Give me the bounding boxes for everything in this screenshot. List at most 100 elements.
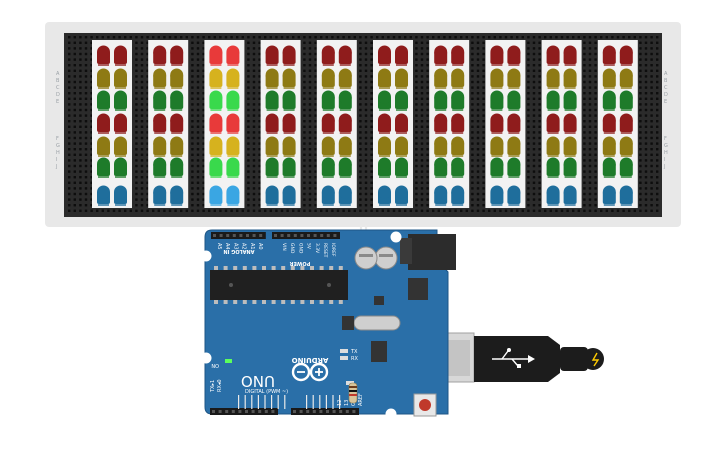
led-olive[interactable] — [602, 136, 616, 158]
led-green[interactable] — [209, 157, 223, 179]
led-green[interactable] — [338, 90, 352, 112]
led-olive[interactable] — [395, 136, 408, 158]
led-blue[interactable] — [546, 185, 560, 207]
led-green[interactable] — [97, 157, 110, 179]
led-red[interactable] — [546, 45, 560, 67]
led-blue[interactable] — [563, 185, 577, 207]
led-olive[interactable] — [153, 136, 167, 158]
led-olive[interactable] — [265, 136, 279, 158]
led-blue[interactable] — [265, 185, 279, 207]
led-green[interactable] — [395, 90, 408, 112]
led-olive[interactable] — [170, 136, 184, 158]
led-blue[interactable] — [378, 185, 391, 207]
led-olive[interactable] — [265, 68, 279, 90]
led-red[interactable] — [321, 45, 335, 67]
led-column[interactable] — [316, 40, 357, 208]
led-blue[interactable] — [97, 185, 110, 207]
led-green[interactable] — [114, 157, 127, 179]
led-blue[interactable] — [602, 185, 616, 207]
led-olive[interactable] — [602, 68, 616, 90]
led-green[interactable] — [338, 157, 352, 179]
led-green[interactable] — [507, 157, 521, 179]
led-olive[interactable] — [563, 68, 577, 90]
led-olive[interactable] — [378, 68, 391, 90]
led-red[interactable] — [563, 45, 577, 67]
led-red[interactable] — [619, 113, 633, 135]
led-red[interactable] — [378, 113, 391, 135]
led-red[interactable] — [338, 45, 352, 67]
led-green[interactable] — [451, 157, 465, 179]
led-green[interactable] — [114, 90, 127, 112]
led-olive[interactable] — [114, 68, 127, 90]
resistor[interactable] — [348, 382, 358, 404]
led-red[interactable] — [434, 113, 448, 135]
led-green[interactable] — [395, 157, 408, 179]
led-olive[interactable] — [114, 136, 127, 158]
power-header[interactable] — [272, 232, 340, 239]
led-red[interactable] — [490, 45, 504, 67]
led-green[interactable] — [602, 157, 616, 179]
digital-header-high[interactable] — [291, 408, 359, 415]
led-green[interactable] — [490, 90, 504, 112]
led-olive[interactable] — [563, 136, 577, 158]
led-red[interactable] — [395, 113, 408, 135]
led-olive[interactable] — [321, 68, 335, 90]
led-blue[interactable] — [226, 185, 240, 207]
led-red[interactable] — [378, 45, 391, 67]
led-green[interactable] — [434, 157, 448, 179]
led-green[interactable] — [97, 90, 110, 112]
led-green[interactable] — [507, 90, 521, 112]
led-green[interactable] — [226, 157, 240, 179]
led-blue[interactable] — [321, 185, 335, 207]
led-green[interactable] — [563, 90, 577, 112]
led-green[interactable] — [153, 157, 167, 179]
led-olive[interactable] — [490, 68, 504, 90]
led-column[interactable] — [260, 40, 301, 208]
led-red[interactable] — [507, 45, 521, 67]
led-red[interactable] — [546, 113, 560, 135]
led-column[interactable] — [429, 40, 470, 208]
led-green[interactable] — [378, 90, 391, 112]
led-green[interactable] — [153, 90, 167, 112]
led-olive[interactable] — [378, 136, 391, 158]
led-blue[interactable] — [282, 185, 296, 207]
led-green[interactable] — [226, 90, 240, 112]
led-green[interactable] — [434, 90, 448, 112]
led-red[interactable] — [114, 45, 127, 67]
led-olive[interactable] — [226, 68, 240, 90]
led-red[interactable] — [395, 45, 408, 67]
led-blue[interactable] — [170, 185, 184, 207]
led-red[interactable] — [97, 45, 110, 67]
led-red[interactable] — [265, 113, 279, 135]
led-green[interactable] — [546, 157, 560, 179]
led-green[interactable] — [265, 157, 279, 179]
led-green[interactable] — [209, 90, 223, 112]
led-olive[interactable] — [434, 68, 448, 90]
led-green[interactable] — [619, 157, 633, 179]
led-column[interactable] — [541, 40, 582, 208]
led-blue[interactable] — [507, 185, 521, 207]
led-olive[interactable] — [97, 68, 110, 90]
led-red[interactable] — [170, 45, 184, 67]
led-green[interactable] — [619, 90, 633, 112]
reset-button[interactable] — [419, 399, 431, 411]
led-green[interactable] — [265, 90, 279, 112]
led-red[interactable] — [451, 113, 465, 135]
led-olive[interactable] — [619, 68, 633, 90]
led-red[interactable] — [282, 45, 296, 67]
led-olive[interactable] — [507, 68, 521, 90]
led-red[interactable] — [602, 45, 616, 67]
led-olive[interactable] — [546, 68, 560, 90]
led-green[interactable] — [282, 90, 296, 112]
led-olive[interactable] — [451, 68, 465, 90]
led-olive[interactable] — [209, 68, 223, 90]
led-red[interactable] — [170, 113, 184, 135]
led-red[interactable] — [209, 113, 223, 135]
led-red[interactable] — [507, 113, 521, 135]
led-olive[interactable] — [338, 68, 352, 90]
led-blue[interactable] — [434, 185, 448, 207]
led-olive[interactable] — [282, 68, 296, 90]
led-red[interactable] — [282, 113, 296, 135]
